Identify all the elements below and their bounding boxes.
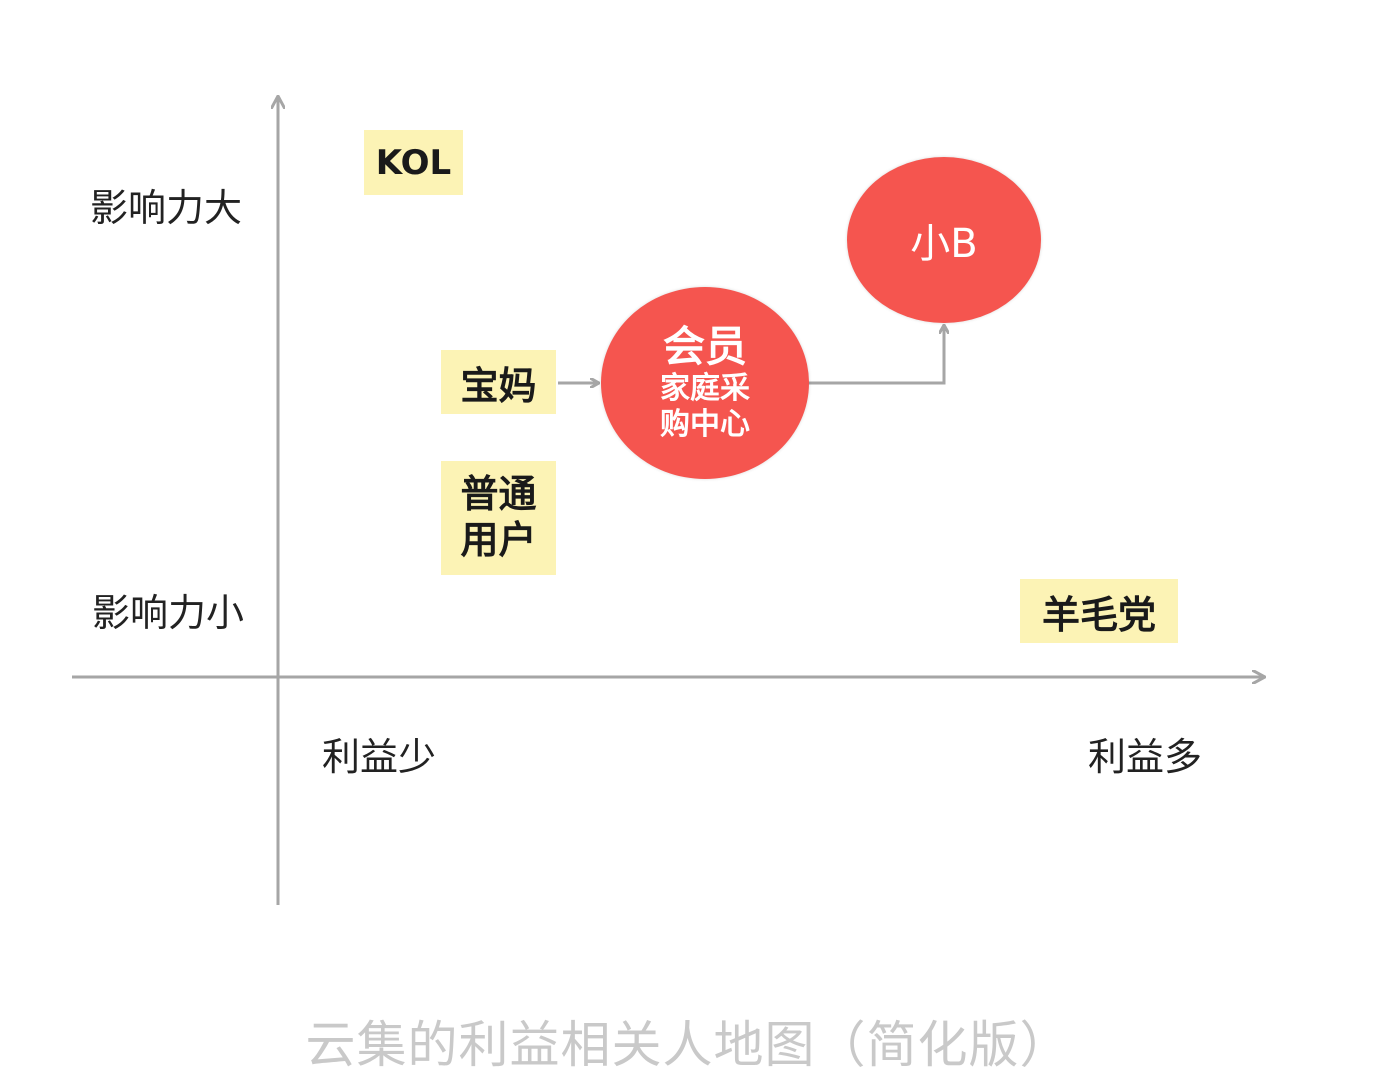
node-ordinary-user: 普通 用户 — [441, 461, 556, 575]
node-wool-party: 羊毛党 — [1020, 579, 1178, 643]
y-axis-high-label: 影响力大 — [90, 186, 243, 230]
arrow-member-to-small-b — [808, 327, 944, 385]
node-small-b: 小B — [847, 157, 1041, 323]
node-member-title: 会员 — [662, 321, 747, 371]
node-member-line2: 购中心 — [660, 407, 750, 443]
node-ordinary-user-line2: 用户 — [460, 518, 537, 562]
x-axis-high-label: 利益多 — [1088, 735, 1203, 779]
node-member: 会员 家庭采 购中心 — [601, 287, 809, 479]
y-axis-low-label: 影响力小 — [92, 591, 245, 635]
node-kol: KOL — [364, 130, 463, 195]
node-baoma: 宝妈 — [441, 350, 556, 414]
diagram-caption: 云集的利益相关人地图（简化版） — [305, 1016, 1071, 1074]
node-member-line1: 家庭采 — [660, 371, 750, 407]
node-ordinary-user-line1: 普通 — [460, 472, 537, 517]
x-axis-low-label: 利益少 — [322, 735, 437, 779]
